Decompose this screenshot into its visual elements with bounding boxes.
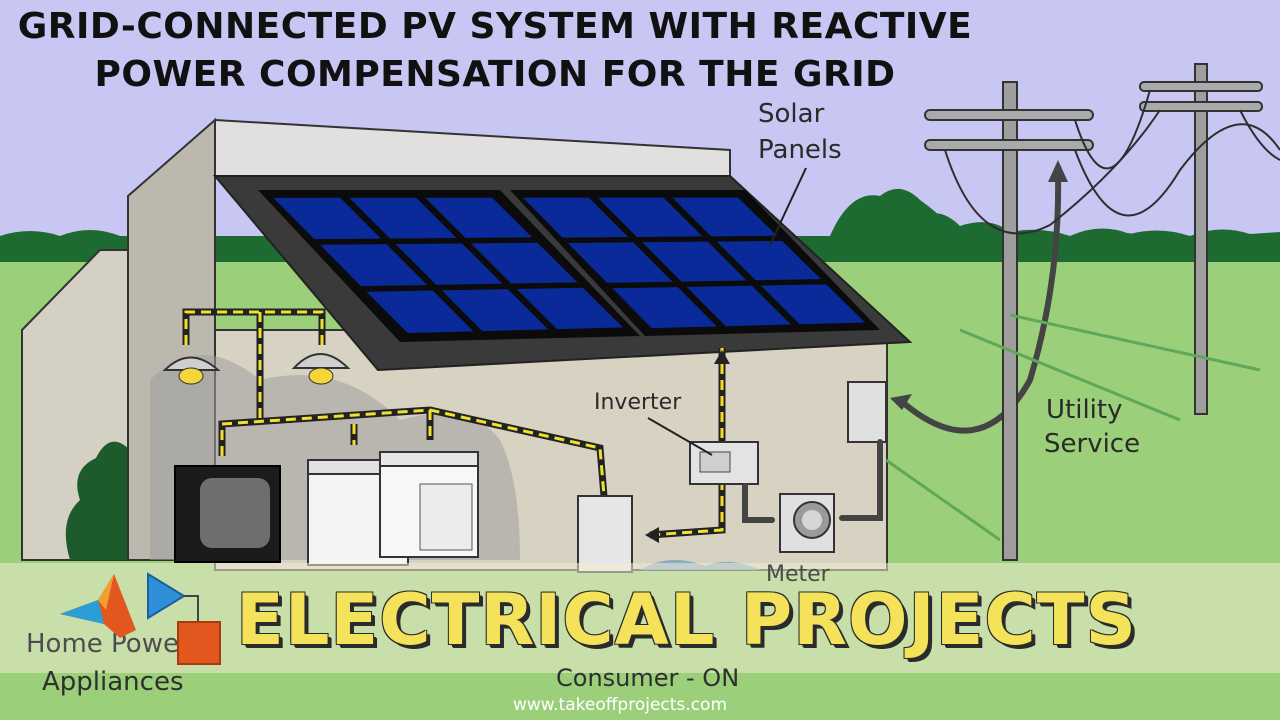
simulink-logo-icon [58, 570, 228, 670]
channel-banner: ELECTRICAL PROJECTS [236, 575, 1137, 665]
meter-device [780, 494, 834, 552]
label-appliances: Appliances [42, 666, 184, 698]
title-line-2: POWER COMPENSATION FOR THE GRID [0, 54, 990, 95]
breaker-panel [578, 496, 632, 572]
title-line-1: GRID-CONNECTED PV SYSTEM WITH REACTIVE [0, 6, 990, 47]
label-utility: Utility [1046, 394, 1122, 426]
label-inverter: Inverter [594, 390, 681, 416]
television [175, 466, 280, 562]
label-consumer: Consumer - ON [556, 662, 739, 694]
service-panel [848, 382, 886, 442]
label-service: Service [1044, 428, 1140, 460]
tree-clump [830, 189, 960, 236]
footer-url: www.takeoffprojects.com [0, 695, 1240, 715]
dryer [380, 452, 478, 557]
label-panels: Panels [758, 134, 842, 166]
roof-ridge [215, 120, 730, 176]
label-solar: Solar [758, 98, 824, 130]
